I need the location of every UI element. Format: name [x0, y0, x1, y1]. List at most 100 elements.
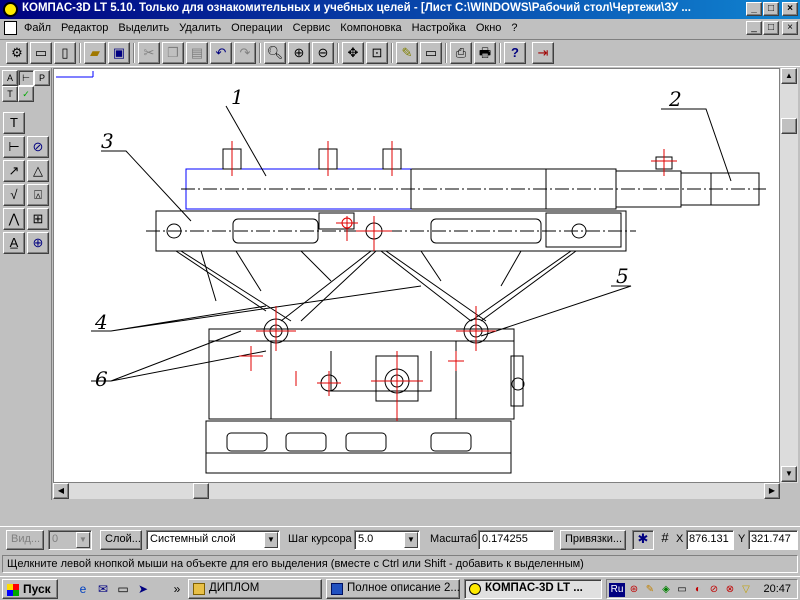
menu-delete[interactable]: Удалить [179, 22, 222, 34]
chevron-down-icon[interactable]: ▼ [264, 532, 278, 548]
text-tool-icon[interactable]: T [3, 112, 25, 134]
grid-icon[interactable]: # [661, 530, 669, 545]
tab-geometry-icon[interactable]: А [2, 70, 18, 86]
callout-6: 6 [95, 367, 108, 391]
scroll-down-icon[interactable]: ▼ [781, 466, 797, 482]
view-select[interactable]: 0 ▼ [48, 530, 92, 550]
diameter-dim-icon[interactable]: ⊘ [27, 136, 49, 158]
zoom-in-icon[interactable]: ⊕ [288, 42, 310, 64]
y-coordinate-field[interactable]: 321.747 [748, 530, 798, 550]
language-indicator[interactable]: Ru [609, 583, 625, 597]
linear-dim-icon[interactable]: ⊢ [3, 136, 25, 158]
horizontal-scrollbar[interactable]: ◀ ▶ [53, 483, 780, 499]
menu-operations[interactable]: Операции [231, 22, 283, 34]
scale-field[interactable]: 0.174255 [478, 530, 554, 550]
document-icon[interactable] [4, 21, 17, 35]
tab-check-icon[interactable]: ✓ [18, 86, 34, 102]
task-diplom[interactable]: ДИПЛОМ [188, 579, 322, 599]
close-button[interactable]: × [782, 2, 798, 16]
vertical-scroll-thumb[interactable] [781, 118, 797, 134]
layer-button[interactable]: Слой... [100, 530, 142, 550]
menu-window[interactable]: Окно [475, 22, 502, 34]
task-word-document[interactable]: Полное описание 2... [326, 579, 460, 599]
chevron-down-icon[interactable]: ▼ [76, 532, 90, 548]
zoom-frame-icon[interactable]: ⊡ [366, 42, 388, 64]
view-button[interactable]: Вид... [6, 530, 44, 550]
zoom-icon[interactable]: 🔍︎ [264, 42, 286, 64]
tab-text-icon[interactable]: Т [2, 86, 18, 102]
task-kompas[interactable]: КОМПАС-3D LT ... [464, 579, 602, 599]
roughness-icon[interactable]: √ [3, 184, 25, 206]
menu-file[interactable]: Файл [24, 22, 52, 34]
radial-dim-icon[interactable]: ↗ [3, 160, 25, 182]
layer-select[interactable]: Системный слой ▼ [146, 530, 280, 550]
zoom-out-icon[interactable]: ⊖ [312, 42, 334, 64]
speaker-icon[interactable]: ◐ [694, 584, 702, 595]
zip-icon[interactable]: ⊛ [629, 584, 639, 595]
menu-service[interactable]: Сервис [292, 22, 331, 34]
x-coordinate-field[interactable]: 876.131 [686, 530, 734, 550]
leader-icon[interactable]: ⋀ [3, 208, 25, 230]
tab-dimensions-icon[interactable]: ⊢ [18, 70, 34, 86]
leader-4 [91, 285, 422, 332]
tab-params-icon[interactable]: Р [34, 70, 50, 86]
quicklaunch-more-icon[interactable]: » [173, 582, 181, 596]
props-icon[interactable]: ⚙ [6, 42, 28, 64]
new-doc-icon[interactable]: ▯ [54, 42, 76, 64]
help-icon[interactable]: ? [504, 42, 526, 64]
menu-select[interactable]: Выделить [118, 22, 170, 34]
doc-restore-button[interactable]: □ [763, 21, 779, 35]
undo-icon[interactable]: ↶ [210, 42, 232, 64]
menu-settings[interactable]: Настройка [411, 22, 466, 34]
pencil-icon[interactable]: ✎ [396, 42, 418, 64]
exit-icon[interactable]: ⇥ [532, 42, 554, 64]
menu-help[interactable]: ? [511, 22, 518, 34]
angle-dim-icon[interactable]: △ [27, 160, 49, 182]
no-entry-icon[interactable]: ⊘ [709, 584, 719, 595]
kompas-app-icon[interactable] [3, 2, 18, 17]
save-icon[interactable]: ▣ [108, 42, 130, 64]
menu-edit[interactable]: Редактор [61, 22, 109, 34]
position-icon[interactable]: A̲ [3, 232, 25, 254]
pencil-tray-icon[interactable]: ✎ [645, 584, 655, 595]
scheduler-icon[interactable]: ▽ [742, 584, 750, 595]
print-preview-icon[interactable]: ⎙ [450, 42, 472, 64]
base-icon[interactable]: ⍓ [27, 184, 49, 206]
center-mark-icon[interactable]: ⊕ [27, 232, 49, 254]
paste-icon[interactable]: ▤ [186, 42, 208, 64]
open-folder-icon[interactable]: ▰ [84, 42, 106, 64]
outlook-icon[interactable]: ✉ [97, 582, 109, 596]
channels-icon[interactable]: ➤ [137, 582, 149, 596]
maximize-button[interactable]: □ [763, 2, 779, 16]
copy-icon[interactable]: ❐ [162, 42, 184, 64]
network-icon[interactable]: ⊗ [725, 584, 735, 595]
minimize-button[interactable]: _ [746, 2, 762, 16]
horizontal-scroll-thumb[interactable] [193, 483, 209, 499]
table-icon[interactable]: ⊞ [27, 208, 49, 230]
doc-minimize-button[interactable]: _ [746, 21, 762, 35]
redo-icon[interactable]: ↷ [234, 42, 256, 64]
chevron-down-icon[interactable]: ▼ [404, 532, 418, 548]
vertical-scrollbar[interactable]: ▲ ▼ [780, 68, 798, 483]
scroll-up-icon[interactable]: ▲ [781, 68, 797, 84]
monitor-icon[interactable]: ▭ [420, 42, 442, 64]
clock[interactable]: 20:47 [763, 583, 791, 595]
scroll-right-icon[interactable]: ▶ [764, 483, 780, 499]
printer-icon[interactable]: 🖶 [474, 42, 496, 64]
new-file-icon[interactable]: ▭ [30, 42, 52, 64]
monitor-tray-icon[interactable]: ▭ [677, 584, 687, 595]
desktop-icon[interactable]: ▭ [117, 582, 129, 596]
cursor-step-select[interactable]: 5.0 ▼ [354, 530, 420, 550]
snaps-button[interactable]: Привязки... [560, 530, 626, 550]
start-button[interactable]: Пуск [2, 579, 58, 599]
scroll-left-icon[interactable]: ◀ [53, 483, 69, 499]
toolbar-separator [445, 43, 447, 63]
internet-explorer-icon[interactable]: e [79, 582, 87, 596]
cut-icon[interactable]: ✂ [138, 42, 160, 64]
menu-layout[interactable]: Компоновка [340, 22, 402, 34]
drawing-canvas[interactable]: 1 2 3 4 5 6 [53, 68, 780, 483]
doc-close-button[interactable]: × [782, 21, 798, 35]
antivirus-icon[interactable]: ◈ [662, 584, 670, 595]
pan-icon[interactable]: ✥ [342, 42, 364, 64]
snap-grid-icon[interactable]: ✱ [632, 530, 654, 550]
